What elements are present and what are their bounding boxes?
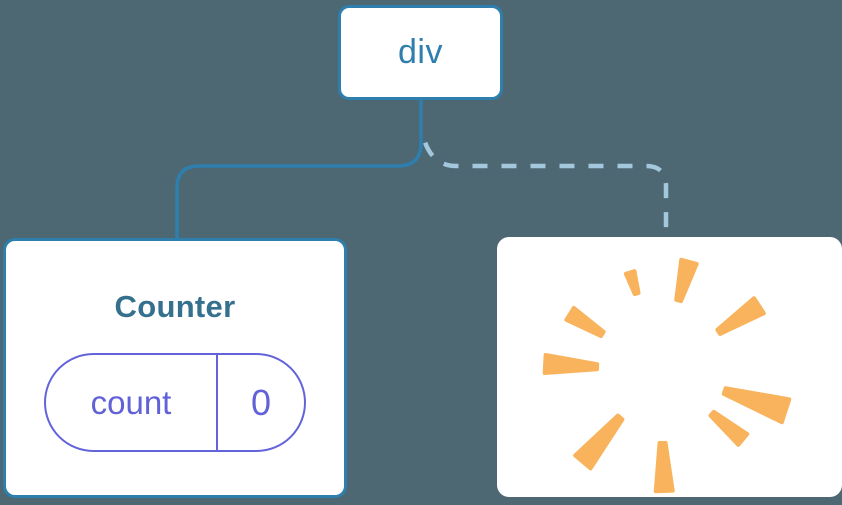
starburst-ray: [708, 409, 750, 447]
starburst-ray: [573, 413, 625, 471]
state-value-cell: 0: [218, 355, 304, 450]
starburst-ray: [715, 296, 766, 336]
state-key-label: count: [90, 383, 172, 421]
starburst-ray: [564, 305, 606, 339]
state-pill: count 0: [44, 353, 306, 452]
edge-dashed: [420, 135, 669, 239]
state-key-cell: count: [46, 355, 218, 450]
counter-title: Counter: [114, 289, 236, 324]
starburst-icon: [542, 257, 792, 494]
starburst-ray: [542, 352, 600, 375]
state-value-label: 0: [250, 381, 272, 423]
root-node-div: div: [338, 5, 503, 100]
removed-component-card: [497, 237, 842, 497]
counter-component-card: Counter count 0: [3, 238, 347, 498]
root-node-label: div: [398, 33, 443, 71]
starburst-ray: [721, 386, 792, 425]
starburst-ray: [623, 269, 641, 297]
starburst-ray: [653, 440, 675, 494]
edge-solid: [175, 100, 423, 240]
starburst-ray: [674, 257, 699, 304]
